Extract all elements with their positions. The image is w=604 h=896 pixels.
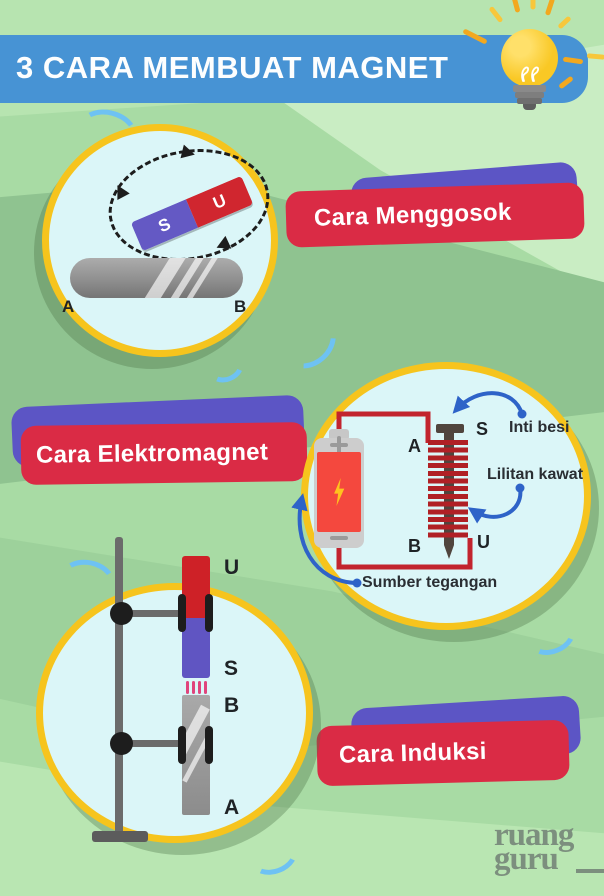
wire-coil: [428, 440, 468, 540]
source-annotation: Sumber tegangan: [362, 574, 498, 591]
bulb-base: [515, 92, 544, 98]
field-line-icon: [198, 681, 201, 694]
logo-line2: guru: [494, 841, 559, 877]
ray: [530, 0, 536, 10]
nail-tip: [444, 545, 454, 559]
coil-annotation: Lilitan kawat: [487, 466, 584, 483]
curved-arrow-icon-source: [291, 493, 358, 585]
wire-top: [336, 411, 431, 443]
bar-end-a-label: A: [62, 297, 75, 316]
point-b-label: B: [408, 536, 421, 556]
induction-s-label: S: [224, 657, 239, 680]
bulb-base: [513, 85, 546, 92]
banner-menggosok-label: Cara Menggosok: [313, 198, 512, 232]
point-a-label: A: [408, 436, 421, 456]
magnet-clamp: [205, 594, 213, 632]
page-title: 3 CARA MEMBUAT MAGNET: [16, 50, 449, 85]
induction-a-label: A: [224, 796, 240, 819]
core-annotation: Inti besi: [509, 419, 570, 436]
magnet-clamp: [178, 594, 186, 632]
stand-clamp-knob: [110, 602, 133, 625]
curved-arrow-icon-core: [452, 391, 524, 415]
field-line-icon: [204, 681, 207, 694]
stand-arm: [120, 610, 182, 617]
induction-diagram-circle: [36, 583, 313, 843]
stand-base: [92, 831, 148, 842]
bulb-base: [517, 98, 542, 104]
lightning-bolt-icon: [334, 478, 345, 506]
banner-elektromagnet-label: Cara Elektromagnet: [35, 438, 269, 469]
stand-clamp-knob: [110, 732, 133, 755]
stand-pole: [115, 537, 123, 837]
field-line-icon: [186, 681, 189, 694]
bulb-filament: [521, 66, 539, 82]
title-bar: 3 CARA MEMBUAT MAGNET: [0, 35, 588, 103]
banner-menggosok: Cara Menggosok: [285, 182, 585, 248]
battery-plus-icon: [337, 436, 341, 454]
curved-arrow-icon-coil: [467, 487, 523, 524]
pole-s-label: S: [476, 419, 489, 439]
battery-cap: [329, 429, 349, 440]
banner-elektromagnet: Cara Elektromagnet: [20, 422, 308, 485]
bar-clamp: [178, 726, 186, 764]
wire-bottom: [336, 538, 473, 570]
bar-end-b-label: B: [234, 297, 247, 316]
bulb-base: [523, 104, 536, 110]
magnet-s-label: S: [155, 213, 174, 236]
ruangguru-logo: ruang guru: [494, 817, 574, 877]
bar-clamp: [205, 726, 213, 764]
logo-line1: ruang: [494, 817, 574, 853]
rubbed-metal-bar: [70, 258, 243, 298]
induction-b-label: B: [224, 694, 240, 717]
field-line-icon: [192, 681, 195, 694]
pole-u-label: U: [477, 532, 490, 552]
magnet-u-label: U: [210, 190, 229, 213]
logo-underline: [576, 869, 604, 873]
bulb-glass: [501, 29, 558, 87]
nail-head: [436, 424, 464, 433]
circuit-and-arrows: [291, 391, 527, 588]
battery-minus-icon: [330, 536, 348, 540]
banner-induksi: Cara Induksi: [316, 719, 570, 787]
stand-arm: [120, 740, 182, 747]
banner-induksi-label: Cara Induksi: [338, 737, 487, 769]
induction-u-label: U: [224, 556, 240, 579]
